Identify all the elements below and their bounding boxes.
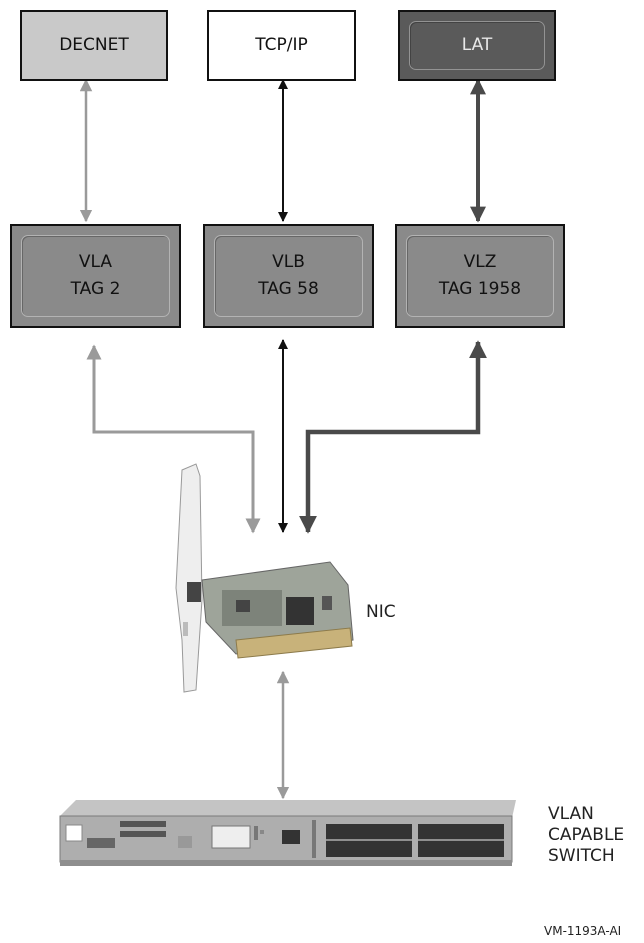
lat-label: LAT <box>461 35 493 55</box>
switch-label: VLAN CAPABLE SWITCH <box>548 804 625 866</box>
nic-label: NIC <box>366 602 396 622</box>
vlb-box: VLB TAG 58 <box>203 224 374 328</box>
switch-image <box>59 800 516 866</box>
decnet-box: DECNET <box>20 10 168 81</box>
vla-nic-link <box>86 344 261 534</box>
lat-box: LAT <box>398 10 556 81</box>
vla-label: VLA TAG 2 <box>70 252 121 299</box>
decnet-label: DECNET <box>59 35 129 55</box>
vla-box: VLA TAG 2 <box>10 224 181 328</box>
tcpip-box: TCP/IP <box>207 10 356 81</box>
vlb-label: VLB TAG 58 <box>258 252 319 299</box>
vlz-label: VLZ TAG 1958 <box>438 252 522 299</box>
vlz-nic-link <box>299 340 487 534</box>
figure-id: VM-1193A-AI <box>544 924 622 938</box>
nic-card-image <box>175 463 354 693</box>
vlz-box: VLZ TAG 1958 <box>395 224 565 328</box>
tcpip-label: TCP/IP <box>255 35 308 55</box>
